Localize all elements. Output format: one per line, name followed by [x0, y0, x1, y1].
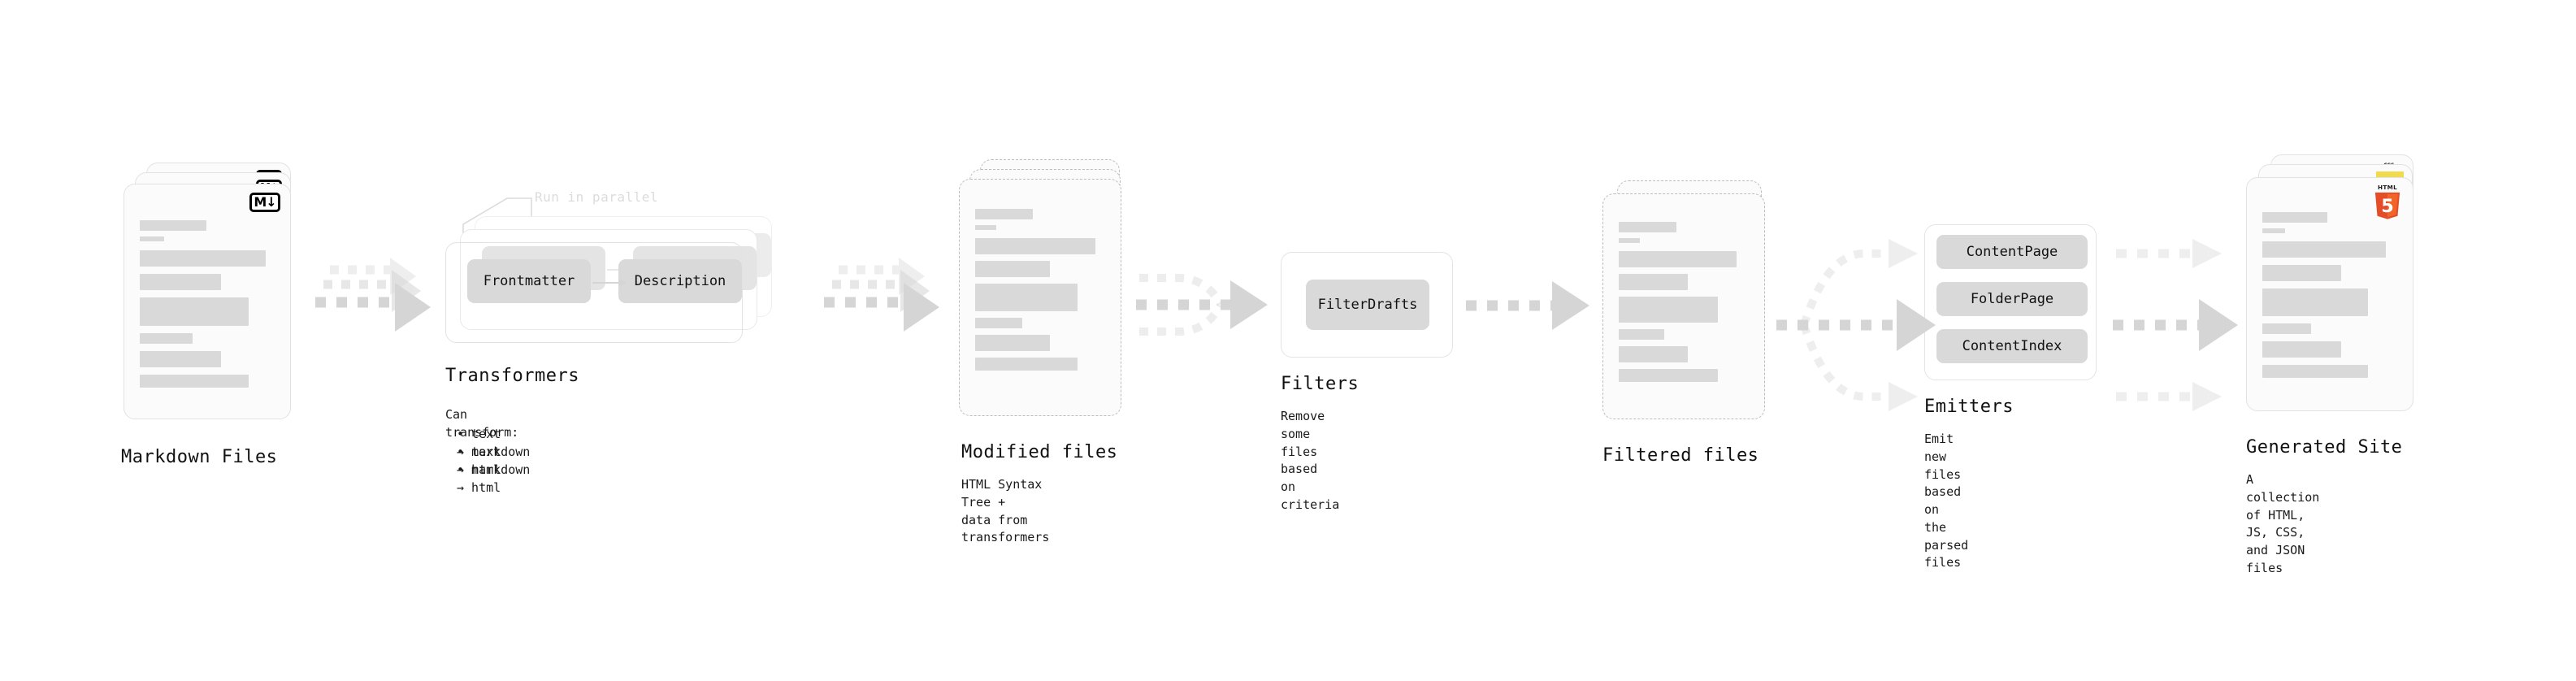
- content-stripe: [140, 250, 267, 267]
- emitters-pill-contentindex[interactable]: ContentIndex: [1936, 329, 2088, 363]
- transformers-bullet-2: • html → html: [457, 462, 501, 495]
- content-stripe: [975, 335, 1050, 351]
- stage-title-filters: Filters: [1281, 374, 1360, 394]
- content-stripe: [2262, 228, 2286, 233]
- transformer-pill-description[interactable]: Description: [618, 259, 742, 303]
- content-stripe: [1619, 274, 1689, 290]
- content-stripe: [2262, 341, 2341, 358]
- connector-md-to-transformers: [315, 258, 431, 332]
- modified-card-front[interactable]: [959, 179, 1121, 416]
- transformer-inner-arrow: [592, 279, 627, 287]
- content-stripe: [140, 220, 206, 231]
- site-card-front[interactable]: HTML 5: [2246, 177, 2413, 411]
- content-stripe: [1619, 369, 1719, 382]
- content-stripe: [2262, 212, 2328, 223]
- content-stripe: [140, 351, 222, 367]
- content-stripe: [2262, 288, 2369, 316]
- svg-text:HTML: HTML: [2378, 184, 2397, 191]
- emitters-pill-contentpage[interactable]: ContentPage: [1936, 235, 2088, 269]
- content-stripe: [1619, 297, 1719, 323]
- content-stripe: [975, 284, 1078, 311]
- content-stripe: [2262, 265, 2341, 281]
- filters-pill-filterdrafts[interactable]: FilterDrafts: [1306, 280, 1429, 330]
- content-stripe: [1619, 346, 1689, 362]
- content-stripe: [975, 225, 996, 230]
- connector-emitters-to-site: [2113, 239, 2238, 411]
- connector-transformers-to-modified: [824, 258, 939, 332]
- stage-title-emitters: Emitters: [1924, 397, 2014, 417]
- stage-title-markdown-files: Markdown Files: [121, 447, 278, 467]
- transformers-bullet-1: • markdown → markdown: [457, 445, 531, 477]
- content-stripe: [1619, 222, 1676, 232]
- content-stripe: [140, 236, 165, 241]
- modified-content-stripes: [975, 209, 1106, 376]
- html5-icon: HTML 5: [2374, 184, 2400, 219]
- emitters-pill-folderpage[interactable]: FolderPage: [1936, 282, 2088, 316]
- transformer-pill-frontmatter[interactable]: Frontmatter: [467, 259, 591, 303]
- transformers-bullet-0: • text → text: [457, 427, 501, 459]
- connector-filtered-to-emitters: [1776, 239, 1936, 411]
- markdown-icon: M↓: [249, 193, 280, 212]
- content-stripe: [975, 238, 1096, 254]
- transformer-group-front[interactable]: Frontmatter Description: [445, 242, 743, 343]
- content-stripe: [140, 274, 222, 290]
- content-stripe: [1619, 329, 1665, 340]
- content-stripe: [975, 358, 1078, 371]
- content-stripe: [975, 209, 1033, 219]
- stage-title-generated-site: Generated Site: [2246, 437, 2403, 458]
- run-in-parallel-label: Run in parallel: [535, 189, 658, 205]
- content-stripe: [1619, 251, 1737, 267]
- content-stripe: [975, 318, 1022, 328]
- content-stripe: [1619, 238, 1640, 243]
- generated-site-subtitle: A collection of HTML, JS, CSS, and JSON …: [2246, 472, 2320, 575]
- content-stripe: [140, 333, 193, 344]
- filtered-card-front[interactable]: [1602, 193, 1765, 419]
- connector-modified-to-filters: [1136, 274, 1268, 336]
- emitters-group[interactable]: ContentPage FolderPage ContentIndex: [1924, 224, 2097, 380]
- stage-title-filtered-files: Filtered files: [1602, 445, 1759, 466]
- emitters-subtitle: Emit new files based on the parsed files: [1924, 432, 1969, 570]
- content-stripe: [2262, 241, 2386, 258]
- content-stripe: [2262, 323, 2312, 334]
- site-content-stripes: [2262, 212, 2398, 384]
- connector-filters-to-filtered: [1466, 281, 1589, 330]
- modified-files-subtitle: HTML Syntax Tree + data from transformer…: [961, 477, 1050, 545]
- content-stripe: [2262, 365, 2369, 378]
- stage-title-transformers: Transformers: [445, 366, 579, 386]
- stage-title-modified-files: Modified files: [961, 442, 1118, 462]
- content-stripe: [975, 261, 1050, 277]
- markdown-content-stripes: [140, 220, 275, 393]
- content-stripe: [140, 297, 249, 326]
- transformers-subtitle: Can transform:: [445, 407, 519, 440]
- filtered-content-stripes: [1619, 222, 1750, 388]
- filters-group[interactable]: FilterDrafts: [1281, 252, 1453, 358]
- filters-subtitle: Remove some files based on criteria: [1281, 409, 1340, 512]
- content-stripe: [140, 375, 249, 388]
- markdown-card-front[interactable]: M↓: [124, 184, 291, 419]
- svg-text:5: 5: [2381, 196, 2394, 217]
